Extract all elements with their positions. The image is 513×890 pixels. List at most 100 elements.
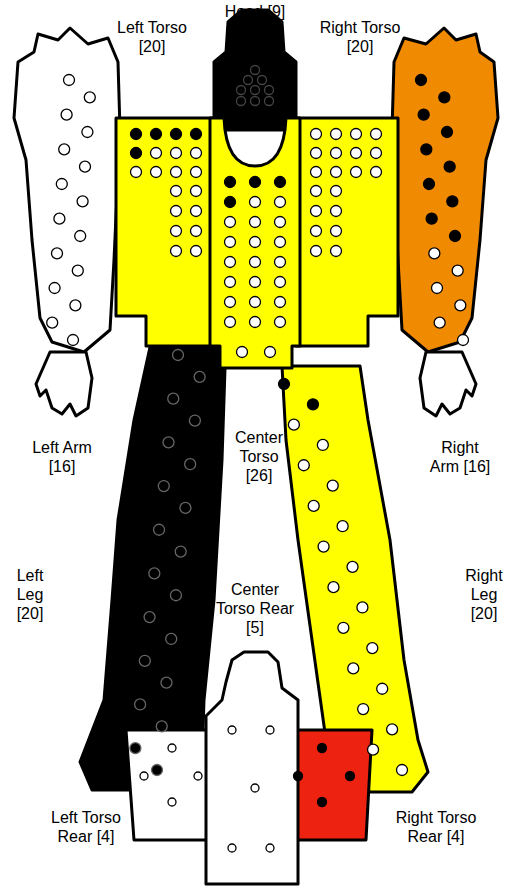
armor-pip <box>331 206 342 217</box>
armor-pip <box>421 144 432 155</box>
armor-pip <box>225 317 236 328</box>
armor-pip <box>156 721 167 732</box>
armor-pip <box>367 643 378 654</box>
armor-pip <box>331 148 342 159</box>
armor-pip <box>171 246 182 257</box>
armor-pip <box>185 459 196 470</box>
left-hand <box>36 352 92 416</box>
armor-pip <box>250 297 261 308</box>
armor-pip <box>279 379 290 390</box>
armor-pip <box>250 197 261 208</box>
armor-pip <box>191 167 202 178</box>
armor-pip <box>439 92 450 103</box>
armor-pip <box>237 86 246 95</box>
armor-pip <box>250 257 261 268</box>
part-label: Right Arm [16] <box>425 438 495 476</box>
armor-pip <box>250 277 261 288</box>
part-label: Left Leg [20] <box>5 566 55 623</box>
armor-pip <box>371 148 382 159</box>
armor-pip <box>191 246 202 257</box>
right-arm <box>392 28 498 352</box>
armor-pip <box>331 186 342 197</box>
armor-pip <box>442 127 453 138</box>
armor-pip <box>161 677 172 688</box>
right-hand <box>420 352 476 416</box>
armor-pip <box>225 237 236 248</box>
armor-pip <box>328 582 339 593</box>
armor-pip <box>311 167 322 178</box>
armor-pip <box>265 347 276 358</box>
armor-pip <box>225 297 236 308</box>
armor-pip <box>265 97 274 106</box>
armor-pip <box>237 347 248 358</box>
armor-pip <box>371 167 382 178</box>
part-label: Left Torso [20] <box>102 18 202 56</box>
armor-pip <box>250 217 261 228</box>
armor-pip <box>84 92 95 103</box>
armor-pip <box>452 265 463 276</box>
armor-pip <box>447 196 458 207</box>
armor-pip <box>311 129 322 140</box>
armor-pip <box>251 784 259 792</box>
armor-pip <box>258 76 267 85</box>
armor-pip <box>311 148 322 159</box>
armor-pip <box>225 277 236 288</box>
armor-pip <box>251 97 260 106</box>
armor-pip <box>189 415 200 426</box>
part-label: Center Torso [26] <box>224 428 294 485</box>
head <box>214 10 296 130</box>
armor-pip <box>72 265 83 276</box>
armor-pip <box>225 197 236 208</box>
armor-pip <box>275 177 286 188</box>
armor-pip <box>191 226 202 237</box>
part-label: Left Torso Rear [4] <box>44 808 128 846</box>
armor-pip <box>331 129 342 140</box>
armor-pip <box>171 206 182 217</box>
armor-pip <box>275 317 286 328</box>
armor-pip <box>331 226 342 237</box>
part-label: Left Arm [16] <box>27 438 97 476</box>
armor-pip <box>426 213 437 224</box>
armor-pip <box>311 186 322 197</box>
center-torso-rear <box>206 652 298 884</box>
armor-pip <box>288 419 299 430</box>
left-torso <box>116 118 214 346</box>
left-leg <box>80 338 226 790</box>
armor-pip <box>275 237 286 248</box>
armor-pip <box>450 231 461 242</box>
armor-pip <box>47 317 58 328</box>
armor-pip <box>168 744 176 752</box>
armor-pip <box>75 231 86 242</box>
armor-pip <box>59 144 70 155</box>
armor-pip <box>444 161 455 172</box>
armor-pip <box>250 177 261 188</box>
armor-pip <box>244 76 253 85</box>
part-label: Right Torso [20] <box>310 18 410 56</box>
armor-pip <box>318 541 329 552</box>
armor-pip <box>351 129 362 140</box>
armor-pip <box>311 206 322 217</box>
armor-pip <box>49 283 60 294</box>
armor-pip <box>327 480 338 491</box>
armor-pip <box>331 167 342 178</box>
armor-pip <box>225 177 236 188</box>
armor-pip <box>135 699 146 710</box>
part-label: Right Leg [20] <box>459 566 509 623</box>
armor-pip <box>194 772 202 780</box>
armor-pip <box>64 75 75 86</box>
armor-pip <box>228 844 236 852</box>
armor-pip <box>70 300 81 311</box>
armor-pips <box>47 66 469 853</box>
part-label: Head [9] <box>200 2 310 21</box>
armor-pip <box>173 350 184 361</box>
armor-pip <box>175 546 186 557</box>
armor-pip <box>131 167 142 178</box>
armor-pip <box>191 186 202 197</box>
armor-pip <box>163 437 174 448</box>
armor-pip <box>158 481 169 492</box>
armor-pip <box>131 148 142 159</box>
armor-pip <box>191 148 202 159</box>
armor-pip <box>52 248 63 259</box>
armor-pip <box>225 257 236 268</box>
armor-pip <box>80 161 91 172</box>
